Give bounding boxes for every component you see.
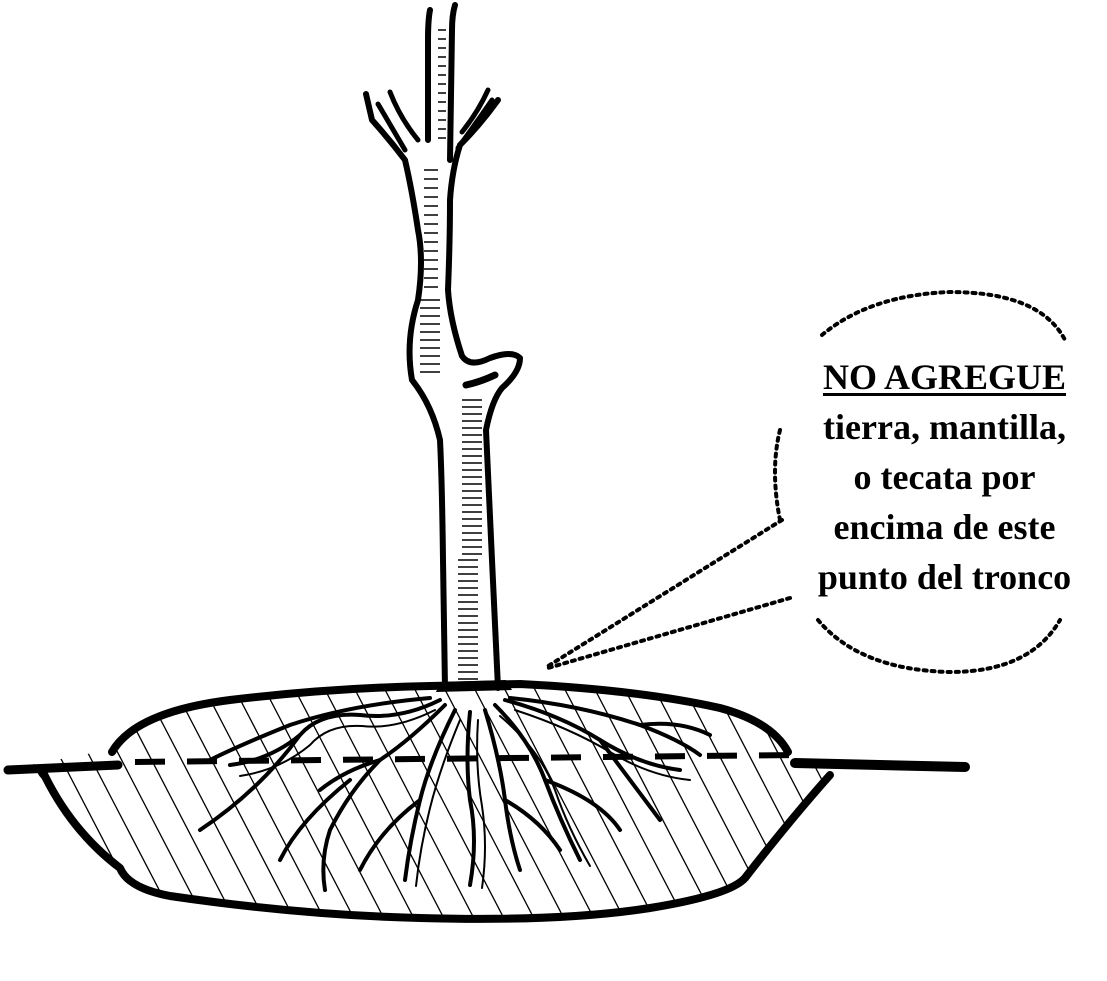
trunk-right-edge xyxy=(448,100,520,688)
soil-hatch-line xyxy=(1070,680,1107,930)
callout-line-4: punto del tronco xyxy=(782,552,1107,602)
soil-hatch-line xyxy=(1010,680,1107,930)
soil-hatch-line xyxy=(620,680,750,930)
soil-hatch-line xyxy=(770,680,900,930)
ground-line-right xyxy=(795,763,965,767)
soil-hatch-line xyxy=(20,680,150,930)
soil-hatch-line xyxy=(380,680,510,930)
soil-hatch-line xyxy=(230,680,360,930)
soil-hatch-line xyxy=(0,680,30,930)
callout-heading: NO AGREGUE xyxy=(782,352,1107,402)
soil-hatch-line xyxy=(950,680,1080,930)
trunk-pruning-cut xyxy=(466,375,495,385)
soil-hatch-line xyxy=(920,680,1050,930)
trunk-branch-left xyxy=(378,92,418,150)
callout-bubble-left xyxy=(775,430,780,520)
soil-hatch-line xyxy=(860,680,990,930)
callout-line-1: tierra, mantilla, xyxy=(782,402,1107,452)
ground-line-left xyxy=(8,765,118,770)
root-system xyxy=(200,698,710,890)
soil-hatch-line xyxy=(1040,680,1107,930)
soil-hatch-line xyxy=(890,680,1020,930)
callout-line-3: encima de este xyxy=(782,502,1107,552)
ground-level-dashes xyxy=(135,755,795,762)
callout-bubble-upper xyxy=(822,292,1065,340)
callout-line-2: o tecata por xyxy=(782,452,1107,502)
callout-pointer-upper xyxy=(545,520,782,668)
soil-hatch-line xyxy=(0,680,60,930)
soil-hatch-line xyxy=(1100,680,1107,930)
callout-bubble-lower xyxy=(818,620,1060,672)
soil-hatch-line xyxy=(980,680,1107,930)
callout-text: NO AGREGUE tierra, mantilla, o tecata po… xyxy=(782,352,1107,602)
soil-hatch-line xyxy=(710,680,840,930)
soil-hatch-line xyxy=(560,680,690,930)
trunk-left-edge xyxy=(366,94,445,688)
trunk-leader xyxy=(428,5,455,160)
soil-hatch-line xyxy=(830,680,960,930)
soil-hatch-line xyxy=(800,680,930,930)
trunk-base xyxy=(436,680,512,692)
soil-hatch-line xyxy=(110,680,240,930)
soil-hatch-line xyxy=(0,680,90,930)
callout-pointer-lower xyxy=(548,598,790,668)
